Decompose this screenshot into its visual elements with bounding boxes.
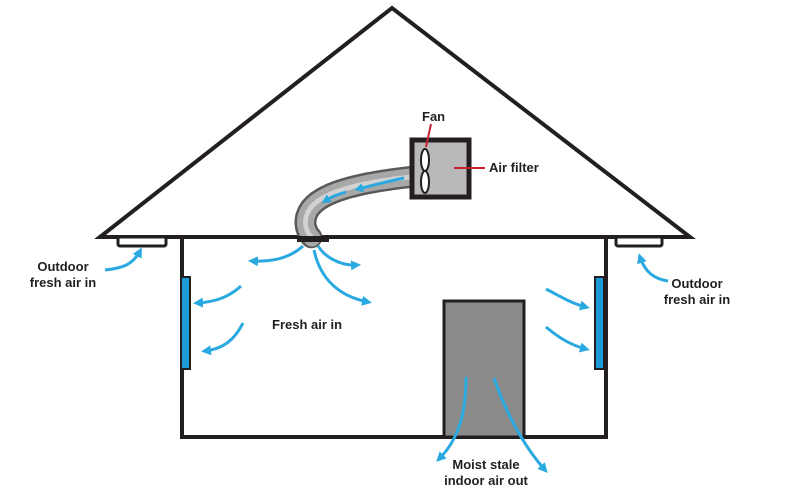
air-filter-label: Air filter (489, 160, 539, 175)
stale-air-label-line1: Moist stale (452, 457, 519, 472)
outdoor-right-label-line2: fresh air in (664, 292, 731, 307)
house-wall (180, 235, 608, 439)
ceiling-vent (297, 236, 329, 242)
outdoor-left-label-line2: fresh air in (30, 275, 97, 290)
right-window (594, 276, 605, 370)
roof (94, 5, 696, 239)
outdoor-air-arrow-right (637, 253, 669, 283)
window-airflow-arrows-right (545, 287, 590, 353)
fan-icon (420, 148, 430, 194)
stale-air-arrows (436, 376, 548, 473)
right-eave-vent (614, 235, 664, 248)
fan-label: Fan (422, 109, 445, 124)
outdoor-left-label-line1: Outdoor (37, 259, 88, 274)
outdoor-right-label-line1: Outdoor (671, 276, 722, 291)
fresh-air-arrows (193, 244, 372, 356)
fan-pointer-line (425, 123, 432, 148)
outdoor-air-arrow-left (104, 247, 142, 272)
stale-air-label-line2: indoor air out (444, 473, 528, 488)
left-eave-vent (116, 235, 168, 248)
fresh-air-in-label: Fresh air in (272, 317, 342, 332)
door (442, 299, 526, 439)
duct-airflow-arrows (321, 176, 405, 204)
left-window (180, 276, 191, 370)
duct-icon (294, 165, 431, 249)
